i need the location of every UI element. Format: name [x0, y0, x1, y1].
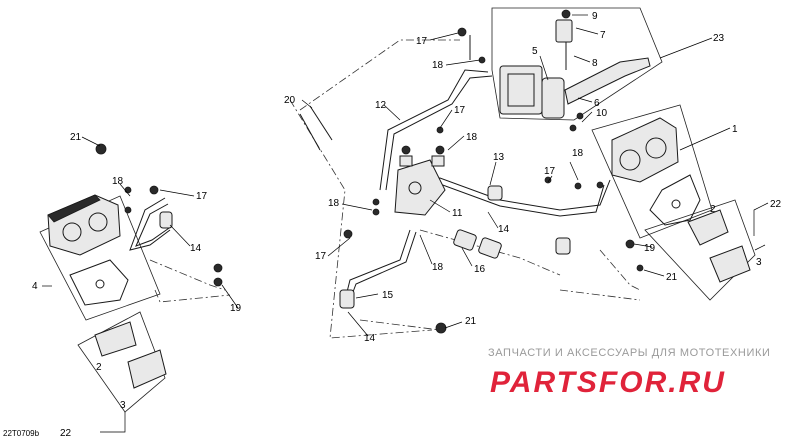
callout-14: 14 — [498, 224, 510, 235]
callout-6: 6 — [594, 98, 600, 109]
callout-labels: 1 2 2 3 3 4 5 6 7 8 9 10 11 12 13 14 14 … — [32, 11, 782, 439]
callout-21: 21 — [666, 272, 678, 283]
right-caliper — [611, 117, 701, 226]
master-cylinder-frame — [491, 7, 663, 121]
callout-2: 2 — [710, 204, 716, 215]
right-caliper-frame — [591, 104, 713, 239]
callout-20: 20 — [284, 95, 296, 106]
left-caliper — [47, 194, 129, 306]
callout-9: 9 — [592, 11, 598, 22]
callout-22: 22 — [60, 428, 72, 439]
callout-18: 18 — [466, 132, 478, 143]
callout-14: 14 — [364, 333, 376, 344]
fittings — [95, 27, 644, 334]
callout-18: 18 — [432, 262, 444, 273]
callout-13: 13 — [493, 152, 505, 163]
callout-10: 10 — [596, 108, 608, 119]
watermark-logo: PARTSFOR.RU — [490, 366, 726, 399]
watermark-logo-text: PARTSFOR.RU — [490, 366, 726, 399]
kit-box-right — [644, 199, 766, 301]
callout-3: 3 — [756, 257, 762, 268]
master-cylinder — [499, 9, 651, 132]
callout-3: 3 — [120, 400, 126, 411]
callout-16: 16 — [474, 264, 486, 275]
callout-4: 4 — [32, 281, 38, 292]
callout-19: 19 — [644, 243, 656, 254]
callout-17: 17 — [454, 105, 466, 116]
callout-23: 23 — [713, 33, 725, 44]
callout-1: 1 — [732, 124, 738, 135]
callout-18: 18 — [328, 198, 340, 209]
callout-17: 17 — [544, 166, 556, 177]
watermark-caption: ЗАПЧАСТИ И АКСЕССУАРЫ ДЛЯ МОТОТЕХНИКИ — [488, 347, 771, 359]
kit-box-left-pads — [77, 311, 166, 433]
callout-17: 17 — [416, 36, 428, 47]
alignment-dashes — [149, 39, 641, 339]
diagram-code: 22T0709b — [3, 429, 40, 438]
callout-11: 11 — [452, 208, 463, 219]
callout-17: 17 — [315, 251, 327, 262]
callout-7: 7 — [600, 30, 606, 41]
callout-8: 8 — [592, 58, 598, 69]
callout-18: 18 — [112, 176, 124, 187]
callout-17: 17 — [196, 191, 208, 202]
callout-18: 18 — [432, 60, 444, 71]
line-sleeves — [159, 185, 571, 309]
callout-5: 5 — [532, 46, 538, 57]
callout-14: 14 — [190, 243, 202, 254]
callout-19: 19 — [230, 303, 242, 314]
brake-lines — [129, 35, 611, 301]
callout-15: 15 — [382, 290, 394, 301]
callout-21: 21 — [70, 132, 82, 143]
callout-22: 22 — [770, 199, 782, 210]
brake-pads — [94, 209, 751, 389]
callout-12: 12 — [375, 100, 387, 111]
callout-2: 2 — [96, 362, 102, 373]
leader-lines — [42, 14, 769, 337]
callout-21: 21 — [465, 316, 477, 327]
callout-18: 18 — [572, 148, 584, 159]
